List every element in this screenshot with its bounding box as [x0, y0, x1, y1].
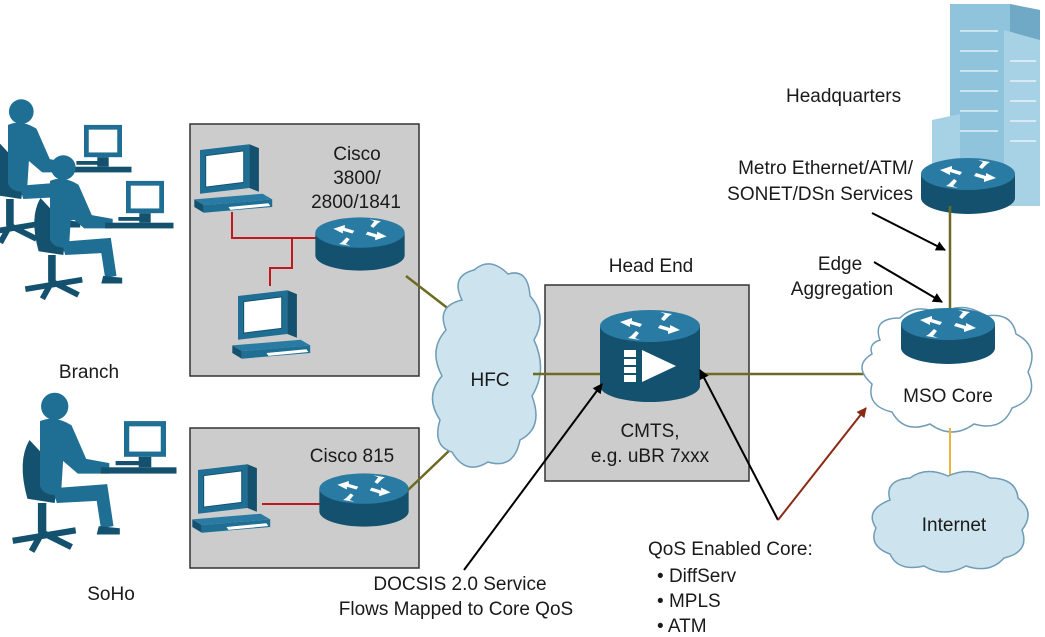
- cmts-line2: e.g. uBR 7xxx: [591, 446, 710, 467]
- hq-router-icon: [921, 158, 1015, 214]
- soho-label: SoHo: [87, 584, 135, 605]
- metro-line1: Metro Ethernet/ATM/: [738, 158, 914, 179]
- edge-arrow: [873, 261, 943, 303]
- branch-users-icon: [0, 99, 173, 298]
- qos-item-diffserv: • DiffServ: [657, 566, 737, 587]
- qos-item-atm: • ATM: [657, 616, 707, 637]
- building-icon: [932, 4, 1040, 206]
- mso-core-label: MSO Core: [903, 386, 993, 407]
- headquarters-label: Headquarters: [786, 86, 901, 107]
- qos-item-mpls: • MPLS: [657, 591, 721, 612]
- hfc-label: HFC: [470, 370, 509, 391]
- soho-router-icon: [319, 473, 409, 527]
- cisco-branch-line2: 3800/: [333, 168, 381, 189]
- edge-line2: Aggregation: [791, 279, 893, 300]
- qos-cmts-arrow: [699, 369, 779, 521]
- docsis-arrow: [463, 383, 603, 571]
- hfc-cloud-icon: [431, 263, 542, 468]
- qos-mso-arrow: [777, 407, 867, 521]
- edge-line1: Edge: [818, 254, 862, 275]
- internet-cloud-icon: [871, 470, 1029, 573]
- internet-label: Internet: [922, 515, 987, 536]
- branch-lan-link: [231, 212, 352, 286]
- soho-user-icon: [13, 393, 177, 552]
- docsis-line1: DOCSIS 2.0 Service: [373, 574, 546, 595]
- metro-arrow: [871, 212, 946, 251]
- branch-router-icon: [315, 217, 405, 271]
- head-end-label: Head End: [609, 256, 694, 277]
- cisco-branch-line3: 2800/1841: [311, 192, 401, 213]
- cmts-line1: CMTS,: [620, 421, 679, 442]
- branch-hfc-link: [405, 275, 451, 311]
- cmts-icon: [600, 310, 700, 402]
- mso-core-router-icon: [901, 308, 995, 364]
- docsis-line2: Flows Mapped to Core QoS: [339, 599, 573, 620]
- qos-title: QoS Enabled Core:: [648, 539, 813, 560]
- cisco-branch-line1: Cisco: [333, 144, 381, 165]
- branch-label: Branch: [59, 362, 119, 383]
- soho-hfc-link: [407, 447, 453, 491]
- cisco-soho-label: Cisco 815: [310, 446, 395, 467]
- metro-line2: SONET/DSn Services: [727, 184, 913, 205]
